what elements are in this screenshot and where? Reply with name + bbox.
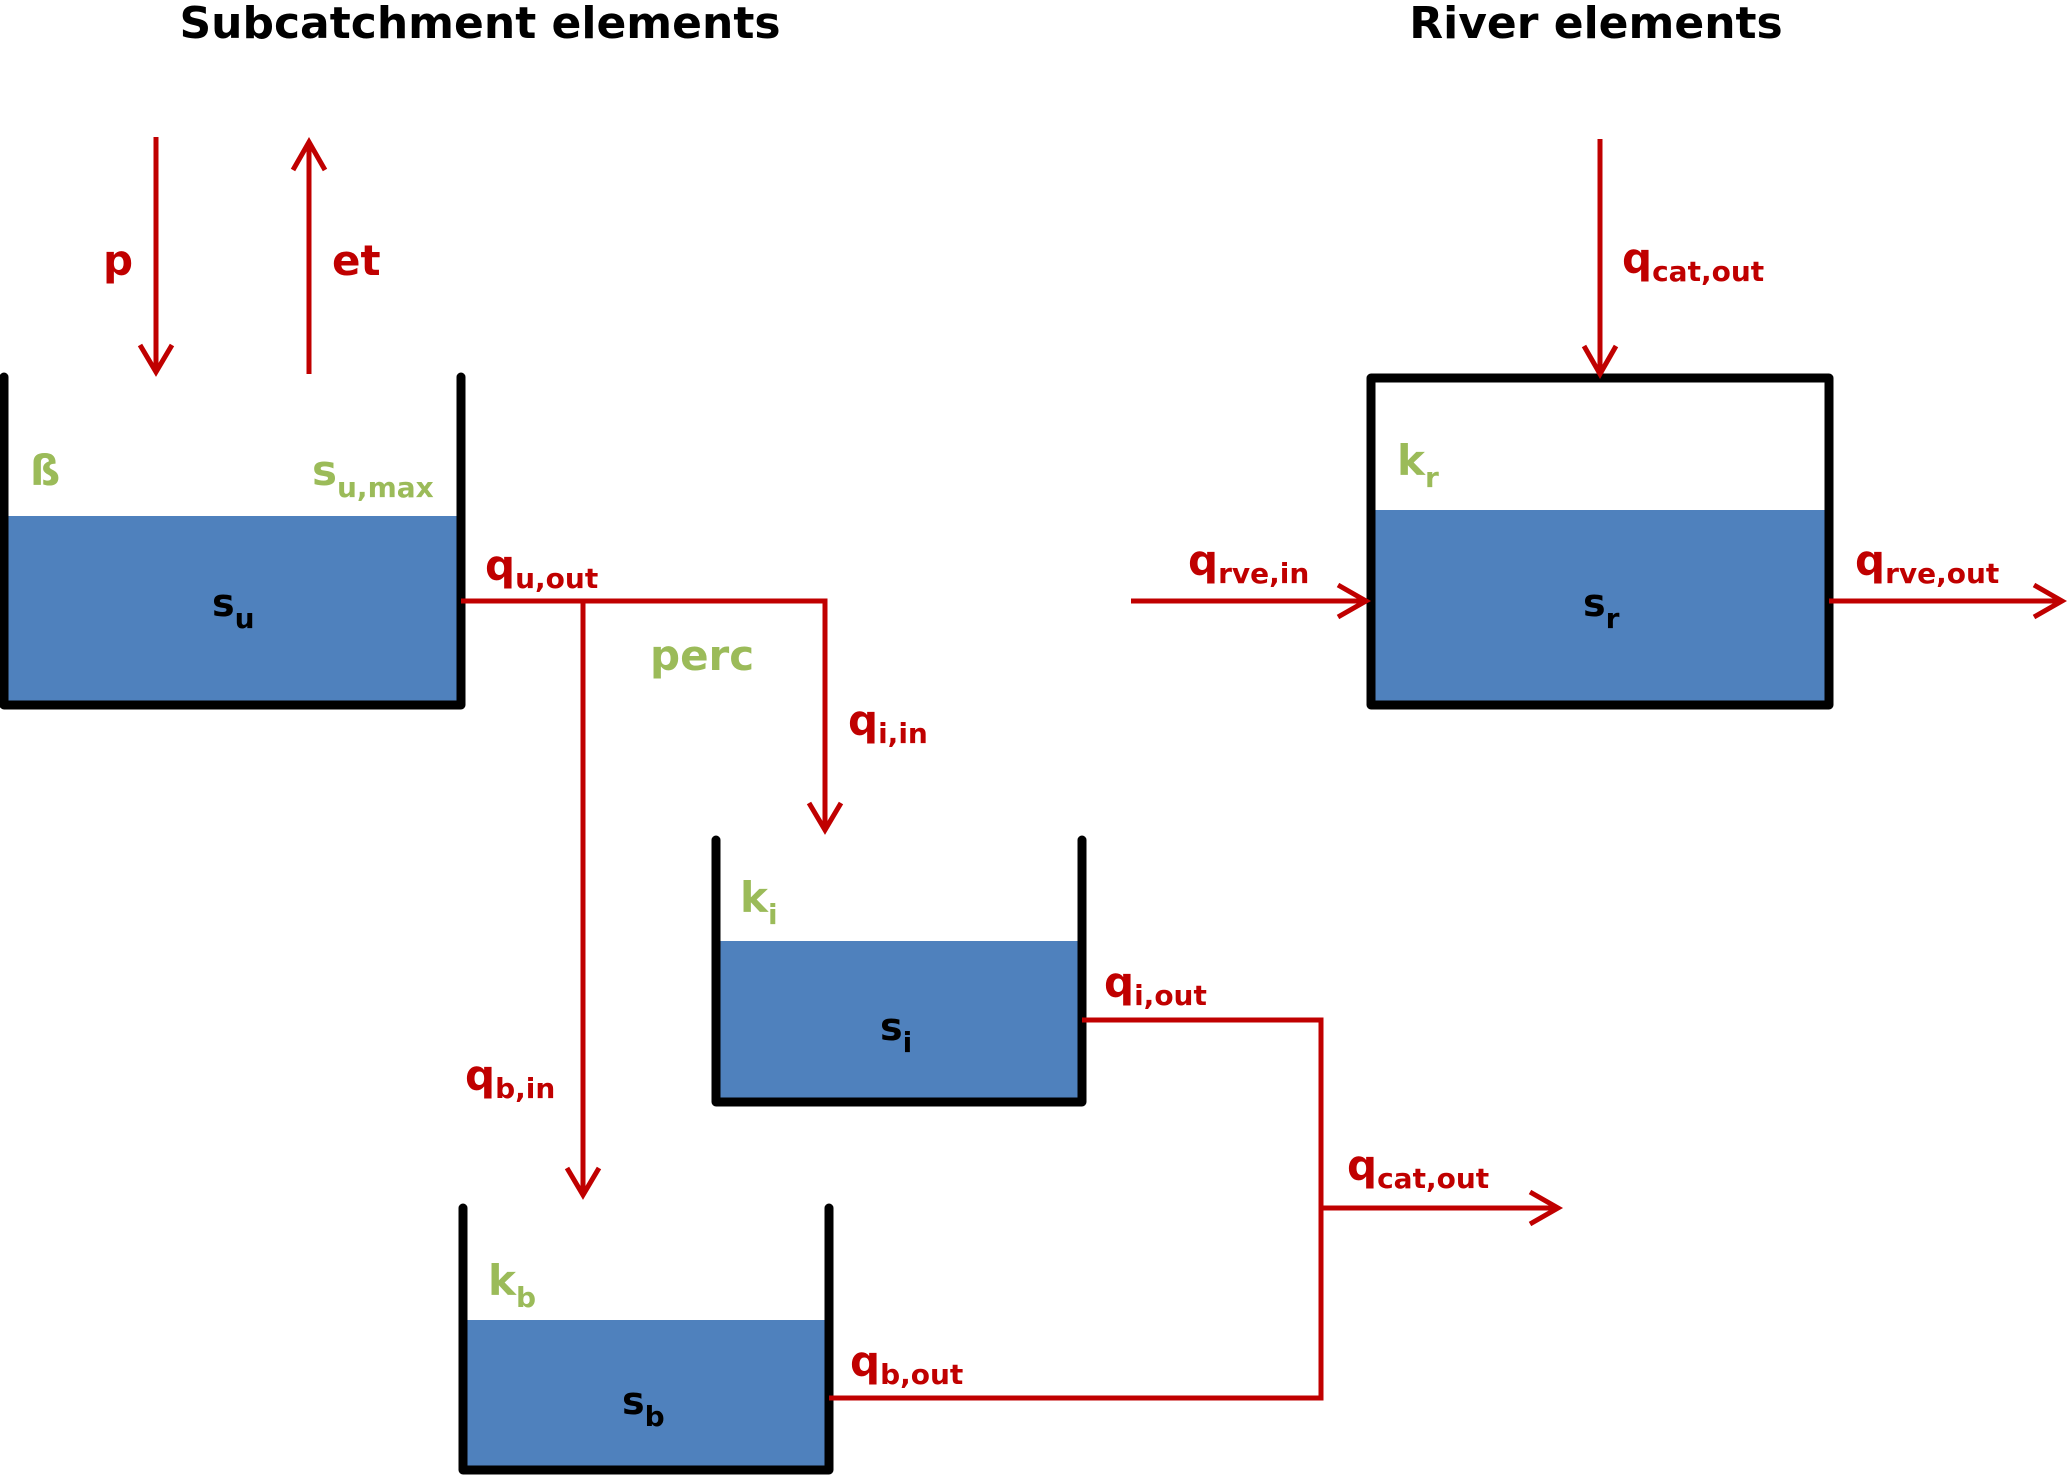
flux-qu-out: qu,out (485, 541, 598, 595)
store-label-sr: sr (1583, 581, 1620, 635)
upper-store-water (6, 516, 457, 703)
arrow-head (1528, 1189, 1564, 1227)
flux-qb-in: qb,in (465, 1051, 555, 1105)
flux-qi-out: qi,out (1104, 958, 1207, 1012)
param-perc: perc (650, 631, 754, 680)
store-label-si: si (880, 1005, 912, 1059)
river-title: River elements (1409, 0, 1783, 49)
arrow-head (290, 136, 328, 172)
qu-out-to-qi-in-line (461, 598, 828, 830)
flux-qb-out: qb,out (850, 1337, 963, 1391)
store-label-sb: sb (622, 1379, 665, 1433)
baseflow-store-water (465, 1320, 827, 1470)
flux-qrve-out: qrve,out (1855, 536, 1999, 590)
flux-qcat-out: qcat,out (1347, 1141, 1489, 1195)
param-ki: ki (740, 873, 778, 931)
arrow-head (2032, 582, 2067, 620)
upper-store: su ß su,max (0, 372, 466, 710)
store-label-su: su (212, 581, 255, 635)
baseflow-store-wall (458, 1203, 834, 1475)
river-store: sr kr (1366, 373, 1834, 710)
flux-qi-in: qi,in (848, 696, 928, 750)
river-store-water (1374, 510, 1826, 703)
flux-qrve-in: qrve,in (1188, 536, 1309, 590)
param-kb: kb (488, 1256, 536, 1314)
interflow-store-wall (711, 835, 1087, 1107)
param-kr: kr (1397, 436, 1439, 494)
param-beta: ß (30, 446, 60, 495)
interflow-store-water (718, 941, 1080, 1100)
interflow-store: si ki (711, 835, 1087, 1107)
param-su-max: su,max (312, 446, 434, 504)
arrow-head (564, 1166, 602, 1200)
flux-p: p (103, 236, 133, 285)
upper-store-wall (0, 372, 466, 710)
arrow-head (137, 343, 175, 377)
arrow-head (1336, 582, 1372, 620)
flux-et: et (332, 236, 381, 285)
arrow-head (806, 801, 844, 835)
subcatchment-title: Subcatchment elements (179, 0, 780, 49)
flux-qcat-out-river: qcat,out (1622, 234, 1764, 288)
arrow-head (1581, 344, 1619, 380)
baseflow-store: sb kb (458, 1203, 834, 1475)
